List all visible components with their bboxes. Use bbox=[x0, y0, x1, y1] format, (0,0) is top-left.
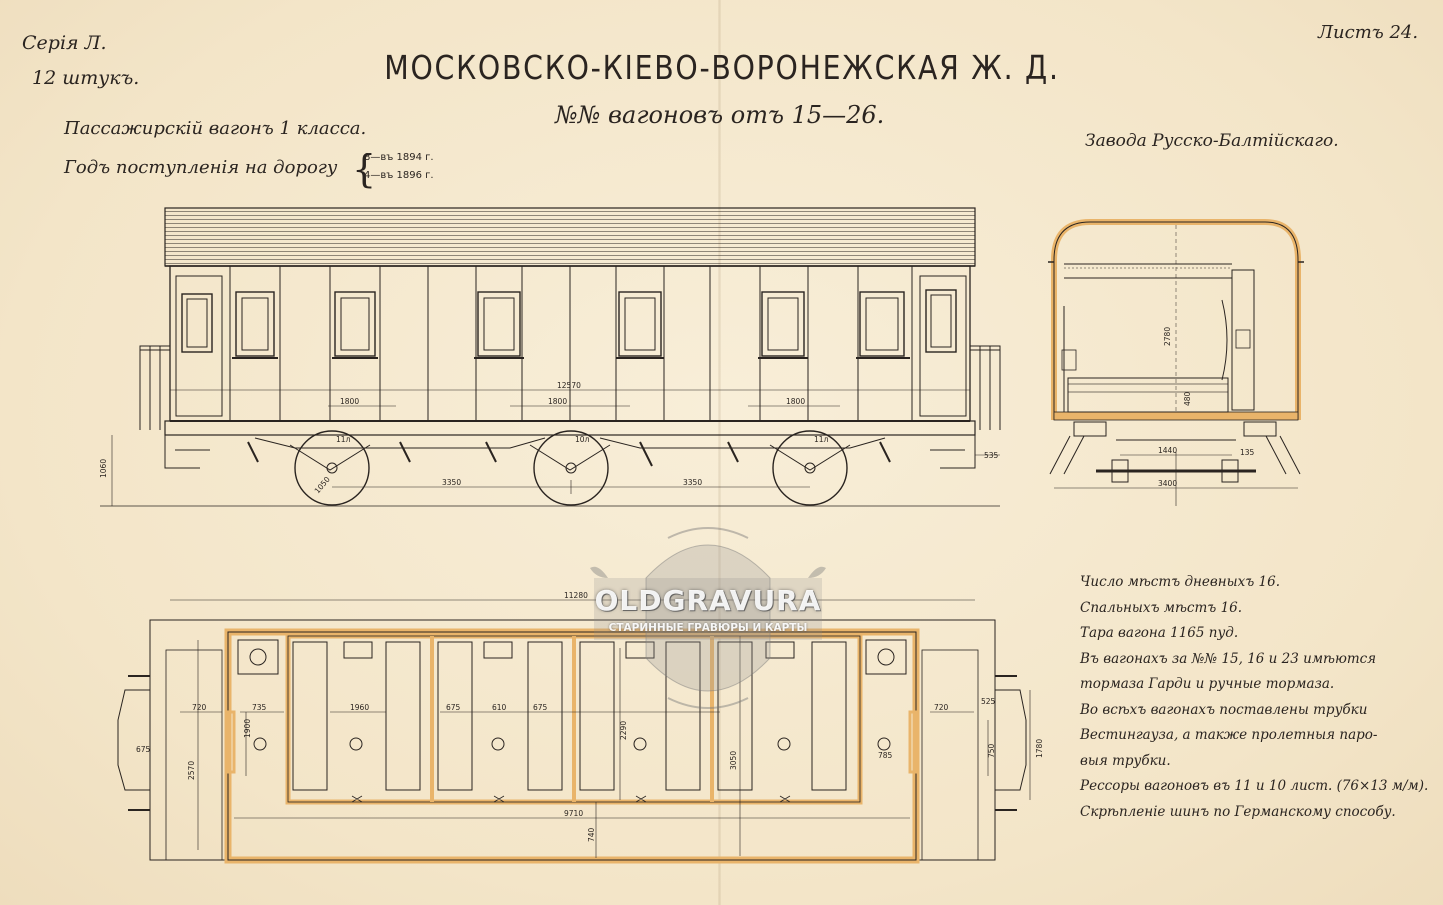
watermark-tagline: СТАРИННЫЕ ГРАВЮРЫ И КАРТЫ bbox=[608, 622, 808, 634]
springs-label-3: 11л bbox=[814, 435, 829, 444]
dim-height-rail: 1060 bbox=[99, 459, 108, 478]
dim-section-gauge: 1440 bbox=[1158, 446, 1177, 455]
dim-section-offset: 135 bbox=[1240, 448, 1255, 457]
dim-wheelbase-left: 3350 bbox=[442, 478, 461, 487]
note-line: Тара вагона 1165 пуд. bbox=[1080, 625, 1239, 641]
dim-plan-buffer-left: 675 bbox=[136, 745, 151, 754]
dim-plan-buffer-right: 525 bbox=[981, 697, 996, 706]
watermark: OLDGRAVURA СТАРИННЫЕ ГРАВЮРЫ И КАРТЫ bbox=[588, 518, 828, 718]
notes-block: Число мѣстъ дневныхъ 16. Спальныхъ мѣстъ… bbox=[1080, 570, 1430, 825]
sheet-fold bbox=[718, 0, 721, 905]
dim-plan-end-left: 720 bbox=[192, 703, 207, 712]
page-subtitle: №№ вагоновъ отъ 15—26. bbox=[555, 101, 885, 129]
page-title: МОСКОВСКО-КІЕВО-ВОРОНЕЖСКАЯ Ж. Д. bbox=[384, 48, 1060, 87]
dim-plan-aisle: 610 bbox=[492, 703, 507, 712]
dim-plan-end-right: 720 bbox=[934, 703, 949, 712]
note-line: Скрѣпленіе шинъ по Германскому способу. bbox=[1080, 803, 1396, 820]
arrival-year-1: 8—въ 1894 г. bbox=[364, 152, 434, 163]
note-line: Въ вагонахъ за №№ 15, 16 и 23 имѣются bbox=[1080, 650, 1377, 667]
note-line: Число мѣстъ дневныхъ 16. bbox=[1080, 574, 1281, 590]
dim-plan-corridor: 740 bbox=[587, 827, 596, 842]
note-line: Во всѣхъ вагонахъ поставлены трубки bbox=[1080, 701, 1368, 718]
note-line: тормаза Гарди и ручные тормаза. bbox=[1080, 676, 1335, 692]
dim-section-height: 2780 bbox=[1163, 327, 1172, 346]
dim-plan-inner: 9710 bbox=[564, 809, 583, 818]
dim-bay-right: 1800 bbox=[786, 397, 805, 406]
factory-label: Завода Русско-Балтійскаго. bbox=[1085, 131, 1339, 151]
dim-plan-toilet: 735 bbox=[252, 703, 267, 712]
dim-bay-middle: 1800 bbox=[548, 397, 567, 406]
dim-side-total: 12570 bbox=[557, 381, 581, 390]
dim-buffer-offset: 535 bbox=[984, 451, 999, 460]
arrival-year-label: Годъ поступленія на дорогу bbox=[64, 157, 338, 178]
dim-plan-width-right: 1780 bbox=[1035, 739, 1044, 758]
note-line: Вестингауза, а также пролетныя паро- bbox=[1080, 727, 1378, 743]
cross-section bbox=[1048, 219, 1304, 506]
count-label: 12 штукъ. bbox=[32, 67, 140, 89]
dim-plan-comp-depth: 2290 bbox=[619, 721, 628, 740]
series-label: Серія Л. bbox=[22, 32, 107, 54]
dim-plan-toilet-width: 1900 bbox=[243, 719, 252, 738]
dim-plan-end-width: 785 bbox=[878, 751, 893, 760]
dim-wheelbase-right: 3350 bbox=[683, 478, 702, 487]
brace-icon: { bbox=[352, 147, 377, 191]
dim-plan-seat-1: 675 bbox=[446, 703, 461, 712]
dim-plan-width-left: 2570 bbox=[187, 761, 196, 780]
dim-plan-door: 750 bbox=[987, 743, 996, 758]
watermark-name: OLDGRAVURA bbox=[594, 584, 822, 617]
plan-view bbox=[117, 599, 1031, 864]
dim-wheel-diameter: 1050 bbox=[313, 475, 332, 496]
arrival-year-2: 4—въ 1896 г. bbox=[364, 170, 434, 181]
note-line: выя трубки. bbox=[1080, 752, 1171, 769]
springs-label-1: 11л bbox=[336, 435, 351, 444]
sheet-number: Листъ 24. bbox=[1318, 22, 1419, 43]
side-elevation bbox=[100, 207, 1001, 507]
note-line: Рессоры вагоновъ въ 11 и 10 лист. (76×13… bbox=[1080, 778, 1429, 794]
dim-plan-seat-2: 675 bbox=[533, 703, 548, 712]
watermark-emblem-icon bbox=[590, 527, 826, 709]
springs-label-2: 10л bbox=[575, 435, 590, 444]
car-type-label: Пассажирскій вагонъ 1 класса. bbox=[64, 118, 367, 139]
dim-plan-compartment: 1960 bbox=[350, 703, 369, 712]
dim-bay-left: 1800 bbox=[340, 397, 359, 406]
dim-plan-overall: 11280 bbox=[564, 591, 588, 600]
dim-section-width: 3400 bbox=[1158, 479, 1177, 488]
dim-section-floor: 480 bbox=[1183, 391, 1192, 406]
note-line: Спальныхъ мѣстъ 16. bbox=[1080, 599, 1243, 616]
dim-plan-width-mid: 3050 bbox=[729, 751, 738, 770]
